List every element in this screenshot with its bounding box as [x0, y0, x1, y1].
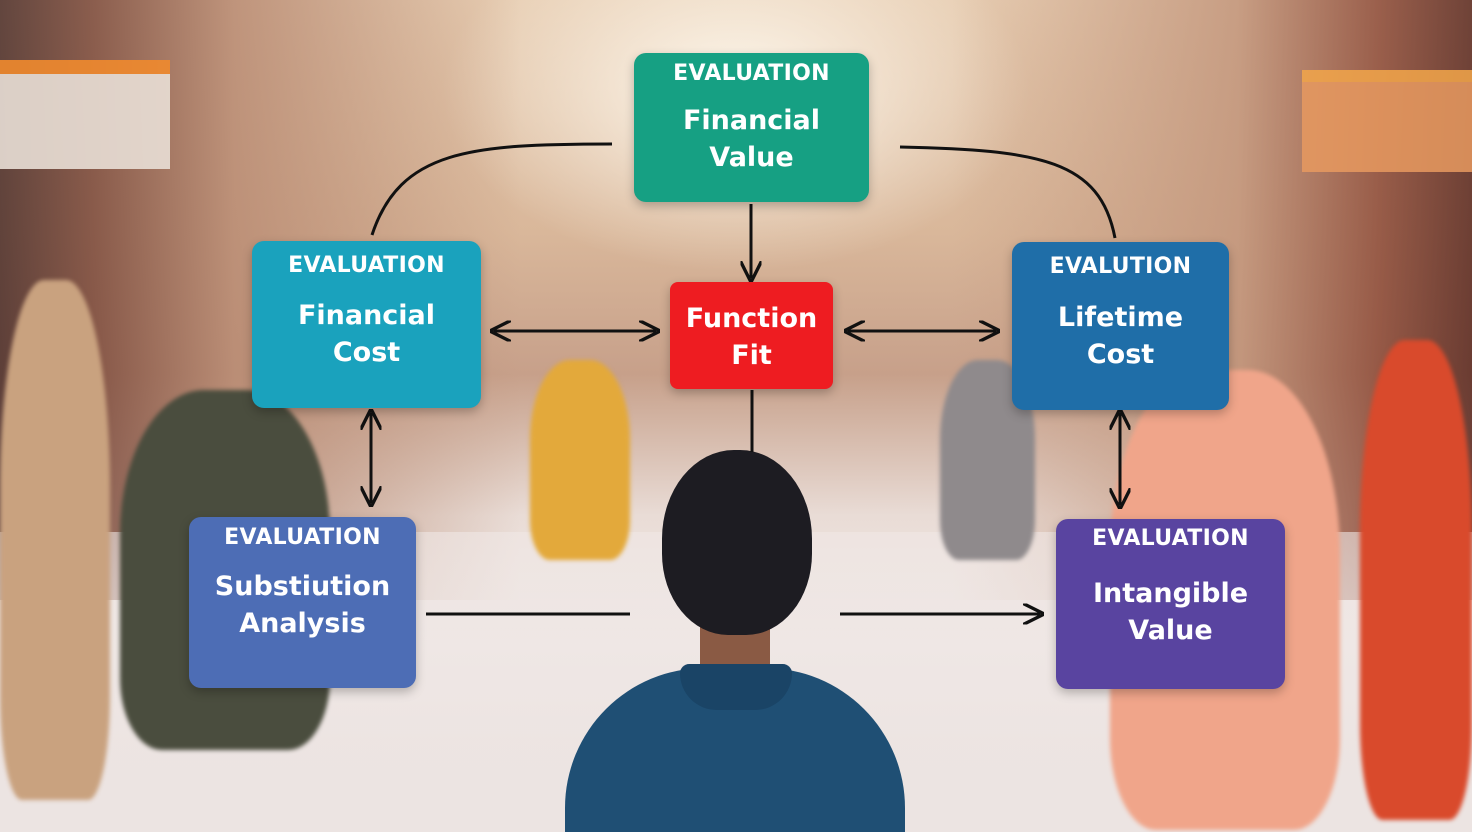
node-title-line: Financial	[297, 300, 436, 331]
node-tag: EVALUATION	[1092, 526, 1249, 551]
node-function-fit: Function Fit	[670, 282, 833, 389]
curve-financial-value-to-lifetime-cost	[899, 145, 1117, 239]
person-collar	[680, 664, 792, 710]
node-title: Lifetime Cost	[1012, 299, 1229, 373]
node-title: Substiution Analysis	[189, 568, 416, 642]
clothing-rack-right	[1360, 340, 1472, 820]
node-tag: EVALUATION	[673, 61, 830, 86]
node-title-line: Fit	[731, 340, 772, 371]
node-lifetime-cost: EVALUTION Lifetime Cost	[1012, 242, 1229, 410]
right-store-sign	[1302, 70, 1472, 172]
node-title: Financial Value	[634, 102, 869, 176]
node-substitution-analysis: EVALUATION Substiution Analysis	[189, 517, 416, 688]
node-financial-cost: EVALUATION Financial Cost	[252, 241, 481, 408]
curve-financial-value-to-financial-cost	[370, 142, 613, 236]
node-tag: EVALUTION	[1049, 254, 1192, 279]
node-title-line: Value	[1128, 615, 1213, 646]
clothing-rack-left	[0, 280, 110, 800]
person-head	[662, 450, 812, 635]
node-title-line: Cost	[332, 337, 401, 368]
node-title-line: Function	[685, 303, 818, 334]
left-store-sign	[0, 60, 170, 169]
node-title-line: Cost	[1086, 339, 1155, 370]
node-financial-value: EVALUATION Financial Value	[634, 53, 869, 202]
node-title-line: Intangible	[1092, 578, 1249, 609]
node-title-line: Lifetime	[1057, 302, 1184, 333]
node-tag: EVALUATION	[288, 253, 445, 278]
node-title: Financial Cost	[252, 297, 481, 371]
node-intangible-value: EVALUATION Intangible Value	[1056, 519, 1285, 689]
node-title: Intangible Value	[1056, 575, 1285, 649]
node-title: Function Fit	[670, 300, 833, 374]
node-title-line: Value	[709, 142, 794, 173]
node-title-line: Financial	[682, 105, 821, 136]
shopper-yellow-coat	[530, 360, 630, 560]
node-tag: EVALUATION	[224, 525, 381, 550]
node-title-line: Substiution	[214, 571, 391, 602]
node-title-line: Analysis	[239, 608, 366, 639]
